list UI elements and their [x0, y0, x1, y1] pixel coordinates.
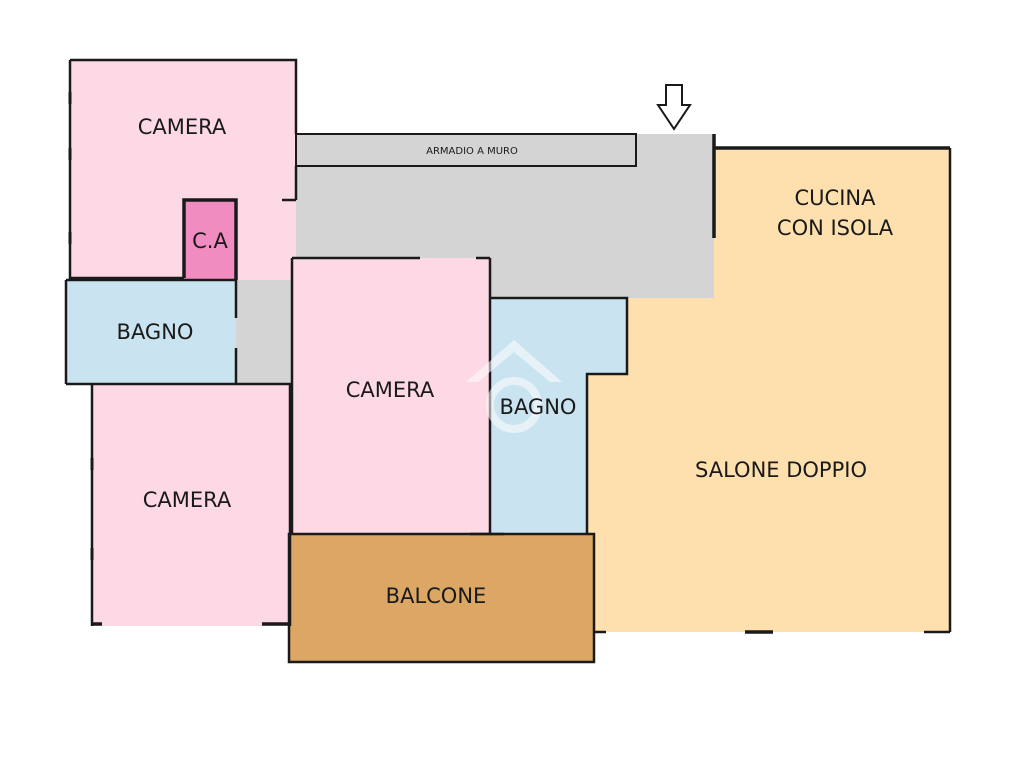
- label-cucina-line2: CON ISOLA: [777, 216, 894, 240]
- room-bagno-left: [66, 280, 236, 384]
- label-cabina-armadio: C.A: [192, 229, 228, 253]
- label-armadio-a-muro: ARMADIO A MURO: [426, 146, 518, 157]
- label-bagno-center: BAGNO: [500, 395, 577, 419]
- label-camera-center: CAMERA: [346, 378, 435, 402]
- label-camera-top: CAMERA: [138, 115, 227, 139]
- opening-marks: [68, 92, 94, 560]
- label-balcone: BALCONE: [386, 584, 487, 608]
- label-salone: SALONE DOPPIO: [695, 458, 867, 482]
- house-logo-icon: [466, 340, 562, 433]
- label-bagno-left: BAGNO: [117, 320, 194, 344]
- room-camera-bottom: [92, 384, 290, 626]
- label-cucina-line1: CUCINA: [795, 186, 877, 210]
- room-balcone: [289, 534, 594, 662]
- corridor: [236, 134, 714, 383]
- room-cabina-armadio: [184, 200, 236, 280]
- armadio-a-muro: [295, 133, 637, 167]
- arrow-down-icon: [656, 84, 692, 131]
- room-camera-center: [292, 258, 490, 534]
- label-camera-bottom: CAMERA: [143, 488, 232, 512]
- room-salone-cucina: [587, 148, 950, 632]
